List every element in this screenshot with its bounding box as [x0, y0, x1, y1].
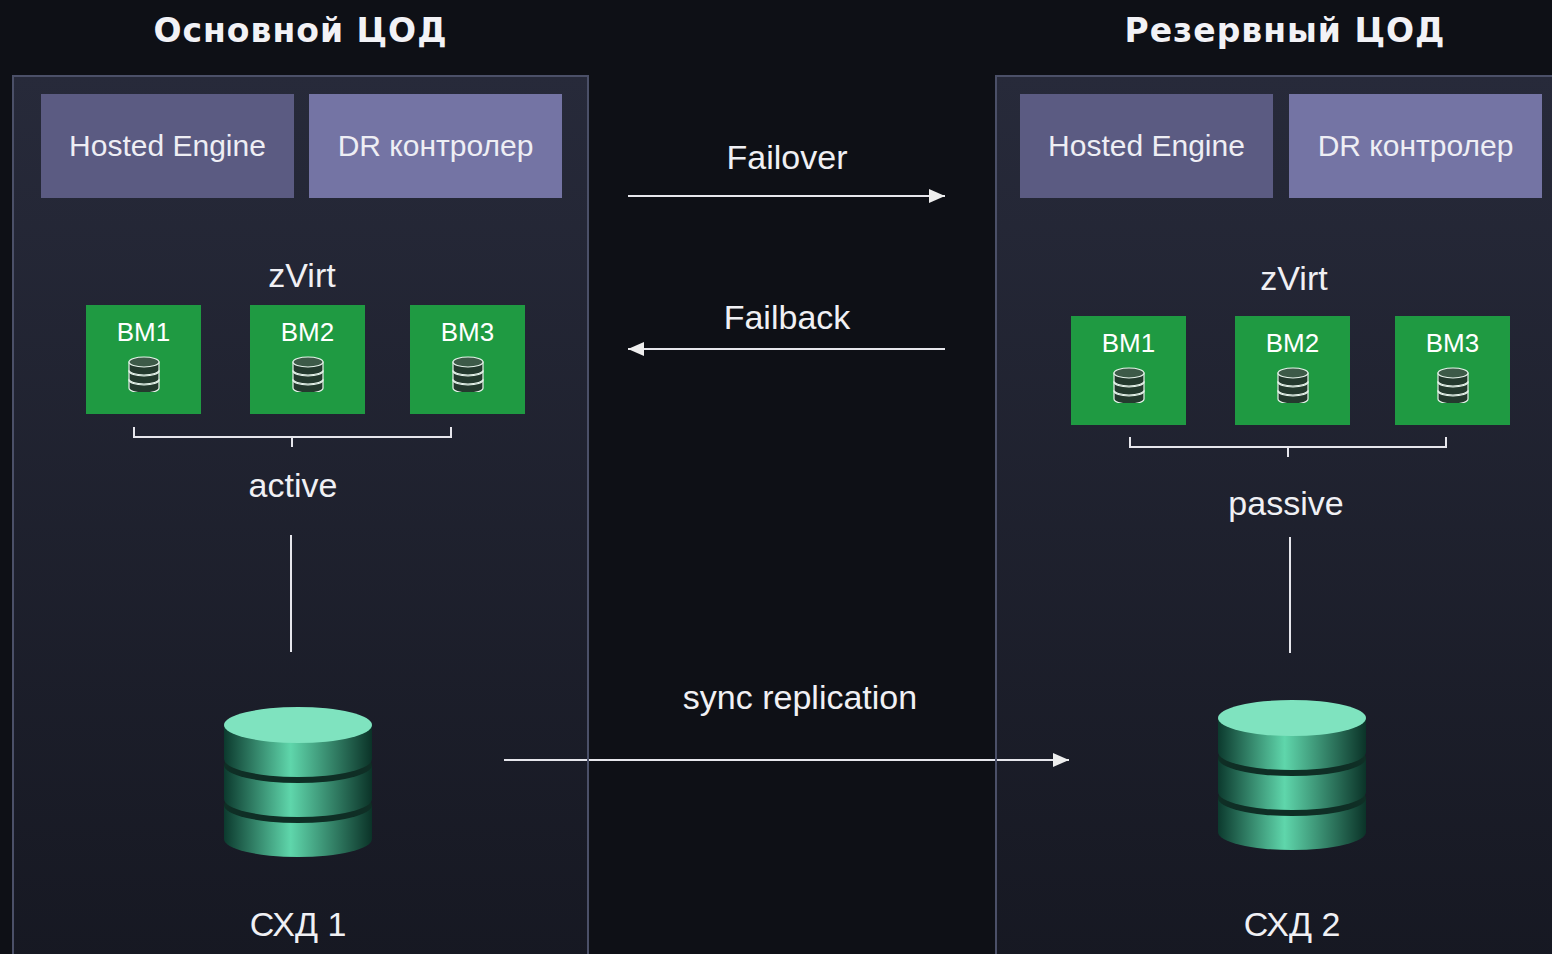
connector-label: Failover — [727, 138, 848, 177]
bracket — [1130, 437, 1446, 457]
vm-box: ВМ2 — [1235, 316, 1350, 425]
vm-box: ВМ2 — [250, 305, 365, 414]
storage-label: СХД 1 — [198, 905, 398, 944]
panel-heading: Резервный ЦОД — [997, 11, 1552, 50]
box-label: ВМ1 — [1102, 328, 1155, 359]
box-label: ВМ3 — [441, 317, 494, 348]
connector-label: Failback — [724, 298, 851, 337]
database-icon — [124, 352, 164, 392]
vm-box: ВМ3 — [410, 305, 525, 414]
database-icon — [1433, 363, 1473, 403]
box-label: ВМ1 — [117, 317, 170, 348]
storage-icon — [222, 705, 374, 861]
box-label: Hosted Engine — [69, 129, 266, 163]
panel-fill — [12, 75, 589, 954]
platform-label: zVirt — [1260, 259, 1327, 298]
storage-icon — [1216, 698, 1368, 854]
box-label: DR контролер — [1318, 129, 1514, 163]
leader-line — [290, 535, 292, 652]
storage-node: СХД 2 — [1192, 698, 1392, 950]
storage-label: СХД 2 — [1192, 905, 1392, 944]
service-box: DR контролер — [309, 94, 562, 198]
box-label: DR контролер — [338, 129, 534, 163]
datacenter-panel: Основной ЦОДHosted EngineDR контролерВМ1… — [12, 75, 589, 954]
service-box: Hosted Engine — [1020, 94, 1273, 198]
database-icon — [288, 352, 328, 392]
box-label: ВМ2 — [281, 317, 334, 348]
box-label: ВМ2 — [1266, 328, 1319, 359]
database-icon — [1109, 363, 1149, 403]
vm-box: ВМ3 — [1395, 316, 1510, 425]
connector-arrow — [628, 348, 945, 350]
state-label: active — [249, 466, 338, 505]
panel-fill — [995, 75, 1552, 954]
box-label: ВМ3 — [1426, 328, 1479, 359]
leader-line — [1289, 537, 1291, 653]
platform-label: zVirt — [268, 256, 335, 295]
service-box: Hosted Engine — [41, 94, 294, 198]
vm-box: ВМ1 — [86, 305, 201, 414]
state-label: passive — [1228, 484, 1343, 523]
box-label: Hosted Engine — [1048, 129, 1245, 163]
bracket — [134, 427, 451, 447]
connector-label: sync replication — [683, 678, 917, 717]
vm-box: ВМ1 — [1071, 316, 1186, 425]
database-icon — [448, 352, 488, 392]
service-box: DR контролер — [1289, 94, 1542, 198]
connector-arrow — [628, 195, 945, 197]
storage-node: СХД 1 — [198, 705, 398, 950]
database-icon — [1273, 363, 1313, 403]
panel-heading: Основной ЦОД — [14, 11, 587, 50]
